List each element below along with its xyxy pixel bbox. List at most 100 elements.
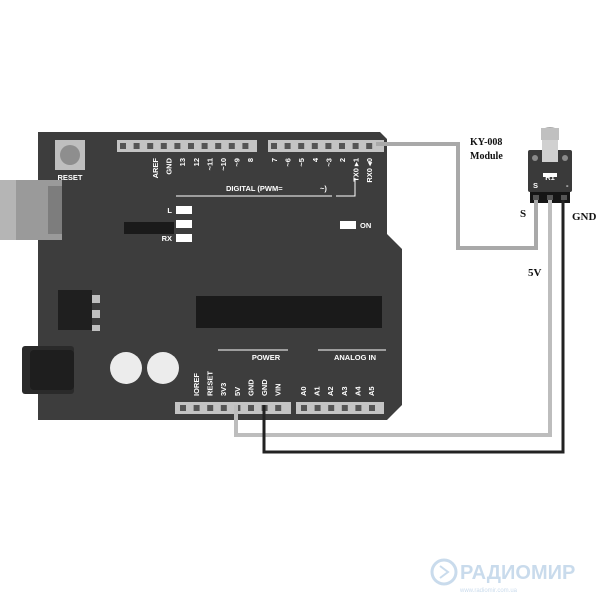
header-pin-hole — [355, 405, 362, 411]
module-pin-minus: - — [566, 181, 569, 190]
capacitor — [110, 352, 142, 384]
header-pin-hole — [228, 143, 235, 149]
module-board — [528, 150, 572, 192]
digital-pin-label: AREF — [151, 158, 160, 179]
r1-label: R1 — [545, 173, 555, 182]
watermark: РАДИОМИР www.radiomir.com.ua — [430, 558, 575, 594]
header-pin-hole — [369, 405, 375, 411]
header-pin-hole — [120, 143, 126, 149]
digital-pin-label: 4 — [311, 157, 320, 162]
board-outline — [38, 132, 402, 420]
laser-diode-body — [542, 140, 558, 162]
analog-pin-label: A0 — [299, 386, 308, 396]
header-pin-hole — [301, 405, 307, 411]
header-pin-hole — [311, 143, 318, 149]
header-pin-hole — [275, 405, 282, 411]
module-title: KY-008 — [470, 137, 502, 148]
digital-pin-label: ~5 — [297, 158, 306, 167]
module-subtitle: Module — [470, 151, 503, 162]
power-pin-label: 5V — [233, 387, 242, 396]
reset-label: RESET — [57, 173, 82, 182]
led — [176, 234, 192, 242]
digital-pin-label: GND — [165, 157, 174, 174]
led-bracket — [124, 222, 174, 234]
header-pin-hole — [207, 405, 214, 411]
header-pin-hole — [188, 143, 194, 149]
bottom-pin-labels: IOREF RESET 3V3 5V GND GND VIN A0 A1 A2 A3 A4 A5 — [192, 371, 376, 396]
led-label: L — [167, 206, 172, 215]
header-pin-hole — [284, 143, 291, 149]
capacitor — [147, 352, 179, 384]
header-pin-hole — [180, 405, 186, 411]
header-pin-hole — [248, 405, 254, 411]
voltage-regulator — [58, 290, 92, 330]
power-wire-label: 5V — [528, 267, 542, 279]
ky008-module: KY-008 Module R1 S - — [470, 127, 572, 203]
digital-header — [117, 140, 384, 152]
header-pin-hole — [220, 405, 227, 411]
module-pin-s: S — [533, 181, 538, 190]
digital-pin-label: 12 — [192, 158, 201, 166]
header-pin-hole — [160, 143, 167, 149]
header-pin-hole — [366, 143, 373, 149]
header-pin-hole — [201, 143, 208, 149]
watermark-subtext: www.radiomir.com.ua — [459, 588, 518, 594]
digital-pin-label: ~9 — [233, 158, 242, 167]
digital-pwm-tilde: ~) — [320, 184, 327, 193]
header-pin-hole — [193, 405, 200, 411]
header-pin-hole — [339, 143, 345, 149]
power-pin-label: VIN — [274, 383, 283, 396]
digital-pin-label: 7 — [270, 158, 279, 162]
digital-pin-label: ~6 — [284, 158, 293, 167]
analog-pin-label: A5 — [367, 386, 376, 396]
digital-pin-label: ~3 — [324, 158, 333, 167]
digital-pin-label: ~10 — [219, 158, 228, 171]
wires: S 5V GND — [234, 142, 597, 454]
header-pin-hole — [298, 143, 305, 149]
digital-header-label: DIGITAL (PWM= — [226, 184, 283, 193]
led — [176, 206, 192, 214]
analog-pin-label: A4 — [353, 386, 362, 396]
header-pin-hole — [215, 143, 222, 149]
power-pin-label: GND — [246, 379, 255, 396]
power-header — [175, 402, 384, 414]
digital-pin-label: TX0 ▸1 — [352, 158, 361, 182]
watermark-text: РАДИОМИР — [460, 562, 575, 584]
power-pin-label: IOREF — [192, 373, 201, 396]
signal-wire — [376, 142, 538, 250]
power-header-label: POWER — [252, 353, 281, 362]
on-label: ON — [360, 221, 371, 230]
digital-pin-label: 13 — [178, 158, 187, 166]
digital-pin-labels: AREF GND 13 12 ~11 ~10 ~9 8 7 ~6 ~5 4 ~3 2 TX0 ▸1 RX0 ◂… — [151, 157, 374, 182]
header-pin-hole — [133, 143, 140, 149]
power-pin-label: RESET — [206, 371, 215, 396]
power-pin-label: GND — [260, 379, 269, 396]
watermark-logo-icon — [430, 558, 458, 586]
header-pin-hole — [174, 143, 181, 149]
microcontroller-chip — [196, 296, 382, 328]
header-pin-hole — [271, 143, 277, 149]
header-pin-hole — [325, 143, 332, 149]
analog-pin-label: A3 — [340, 386, 349, 396]
analog-header-label: ANALOG IN — [334, 353, 376, 362]
signal-wire-label: S — [520, 208, 526, 220]
ground-wire — [262, 200, 565, 454]
header-pin-hole — [314, 405, 321, 411]
power-wire — [234, 200, 552, 437]
header-pin-hole — [242, 143, 249, 149]
header-pin-hole — [352, 143, 359, 149]
analog-pin-label: A2 — [326, 386, 335, 396]
digital-pin-label: 8 — [246, 158, 255, 162]
digital-pin-label: ~11 — [205, 158, 214, 170]
power-pin-label: 3V3 — [219, 383, 228, 396]
arduino-board: RESET AREF GND 13 12 ~11 ~10 ~9 8 7 ~6 ~5 4 ~3 2 TX0 ▸… — [0, 132, 402, 420]
ground-wire-label: GND — [572, 211, 597, 223]
header-pin-hole — [341, 405, 348, 411]
digital-pin-label: 2 — [338, 158, 347, 162]
digital-pin-label: RX0 ◂0 — [365, 158, 374, 183]
on-led — [340, 221, 356, 229]
analog-pin-label: A1 — [313, 386, 322, 396]
led — [176, 220, 192, 228]
led-label: RX — [162, 234, 172, 243]
